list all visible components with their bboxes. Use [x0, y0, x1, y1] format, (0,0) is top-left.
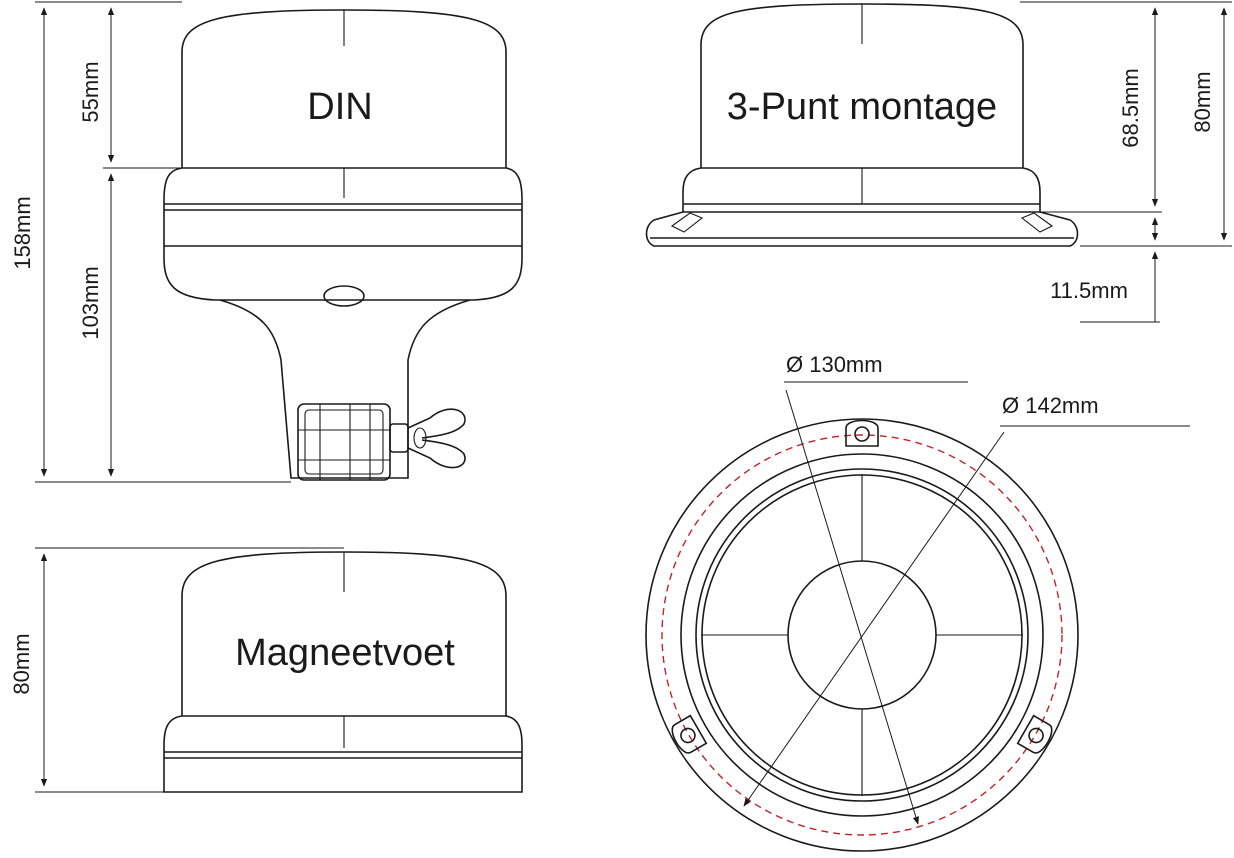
mounting-circle-dashed	[661, 434, 1063, 836]
din-wing-nut	[389, 408, 466, 469]
mount-ear-top	[845, 419, 879, 447]
three-point-flange	[645, 211, 1079, 247]
din-stem	[219, 299, 471, 479]
inner-diameter-line	[785, 389, 919, 825]
housing-circle	[680, 453, 1044, 817]
top-view: Ø 130mm Ø 142mm	[645, 352, 1190, 852]
three-point-mount-left	[670, 212, 704, 233]
din-base-height-label: 103mm	[78, 266, 103, 339]
mount-ear-right	[1016, 714, 1053, 754]
center-cap-circle	[787, 560, 937, 710]
din-label: DIN	[307, 86, 372, 128]
din-clamp	[297, 403, 391, 481]
magnet-dimensions: 80mm	[9, 547, 344, 793]
three-point-height-label: 68.5mm	[1118, 68, 1143, 147]
mount-ear-left	[671, 714, 708, 754]
outer-flange-circle	[645, 418, 1079, 852]
three-point-view: 3-Punt montage	[645, 3, 1079, 247]
din-view: DIN	[163, 9, 523, 481]
three-point-mount-right	[1020, 212, 1054, 233]
din-dimensions: 158mm 55mm 103mm	[10, 1, 291, 483]
three-point-label: 3-Punt montage	[727, 86, 997, 128]
din-dome-height-label: 55mm	[78, 61, 103, 122]
lens-outer-circle	[695, 468, 1029, 802]
din-base-band	[163, 167, 523, 301]
three-point-dimensions: 68.5mm 80mm 11.5mm	[1020, 1, 1232, 323]
magnet-view: Magneetvoet	[163, 551, 523, 793]
inner-diameter-label: Ø 130mm	[786, 352, 883, 377]
outer-diameter-label: Ø 142mm	[1002, 393, 1099, 418]
magnet-label: Magneetvoet	[235, 632, 455, 674]
three-point-flange-label: 11.5mm	[1050, 278, 1128, 303]
outer-diameter-line	[743, 431, 1005, 807]
magnet-base	[163, 715, 523, 793]
din-total-height-label: 158mm	[10, 196, 35, 269]
three-point-total-height-label: 80mm	[1190, 71, 1215, 132]
magnet-height-label: 80mm	[9, 633, 34, 694]
din-indicator-led	[323, 285, 365, 307]
